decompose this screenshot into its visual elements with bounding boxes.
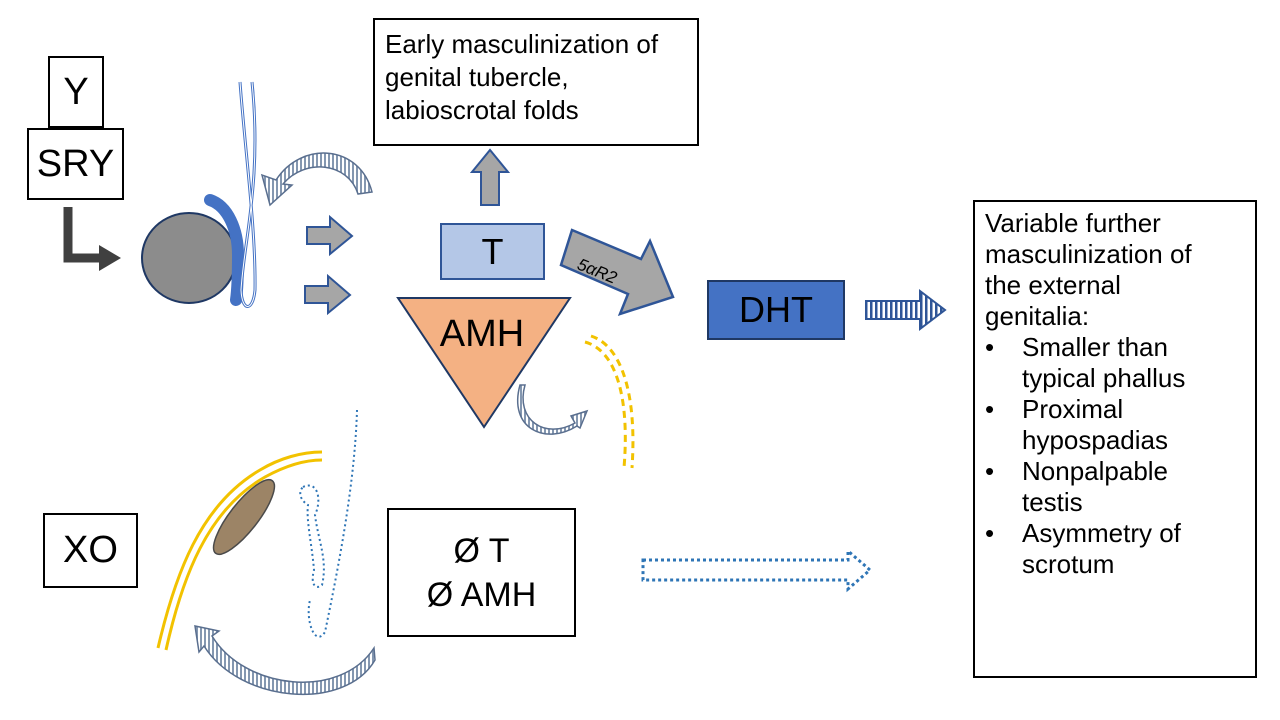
- block-arrow-icon: [304, 273, 352, 316]
- list-item-line: Asymmetry of: [1022, 518, 1181, 548]
- early-line-1: Early masculinization of: [385, 29, 659, 59]
- variable-heading-1: Variable further: [985, 208, 1161, 238]
- list-item: • Proximal hypospadias: [985, 394, 1245, 456]
- variable-heading-4: genitalia:: [985, 301, 1090, 331]
- block-arrow-icon: [306, 214, 354, 257]
- sry-gene-label: SRY: [27, 128, 124, 200]
- list-item-line: Nonpalpable: [1022, 456, 1169, 486]
- list-item-line: testis: [1022, 487, 1083, 517]
- elbow-arrow-icon: [63, 207, 121, 271]
- absent-t-text: Ø T: [453, 531, 510, 570]
- gonad-icon: [141, 194, 245, 306]
- dotted-arrow-icon: [641, 547, 873, 593]
- bullet-icon: •: [985, 456, 995, 486]
- duct-icon: [299, 409, 358, 638]
- curved-arrow-icon: [194, 625, 376, 696]
- bullet-icon: •: [985, 518, 995, 548]
- list-item-line: Proximal: [1022, 394, 1124, 424]
- list-item-line: scrotum: [1022, 549, 1115, 579]
- early-line-2: genital tubercle,: [385, 62, 569, 92]
- amh-label: AMH: [439, 313, 525, 355]
- absent-hormones-box: Ø T Ø AMH: [387, 508, 576, 637]
- early-line-3: labioscrotal folds: [385, 95, 579, 125]
- variable-masculinization-box: Variable further masculinization of the …: [973, 200, 1257, 678]
- list-item-line: typical phallus: [1022, 363, 1186, 393]
- bullet-icon: •: [985, 394, 995, 424]
- block-arrow-icon: [559, 228, 675, 317]
- variable-list: • Smaller than typical phallus • Proxima…: [985, 332, 1245, 580]
- bullet-icon: •: [985, 332, 995, 362]
- variable-heading-3: the external: [985, 270, 1121, 300]
- list-item: • Smaller than typical phallus: [985, 332, 1245, 394]
- curved-arrow-icon: [260, 152, 373, 207]
- early-masculinization-box: Early masculinization of genital tubercl…: [373, 18, 699, 146]
- variable-heading-2: masculinization of: [985, 239, 1192, 269]
- list-item-line: Smaller than: [1022, 332, 1168, 362]
- testosterone-box: T: [440, 223, 545, 280]
- gold-dashed-duct-icon: [584, 334, 635, 469]
- striped-arrow-icon: [865, 288, 947, 332]
- curved-arrow-icon: [517, 384, 589, 435]
- list-item: • Asymmetry of scrotum: [985, 518, 1245, 580]
- xo-karyotype-label: XO: [43, 513, 138, 588]
- dht-box: DHT: [707, 280, 845, 340]
- duct-icon: [238, 81, 257, 308]
- duct-icon: [156, 450, 323, 651]
- gonad-icon: [212, 478, 276, 556]
- absent-amh-text: Ø AMH: [426, 575, 537, 614]
- list-item: • Nonpalpable testis: [985, 456, 1245, 518]
- list-item-line: hypospadias: [1022, 425, 1168, 455]
- y-chromosome-label: Y: [48, 56, 104, 128]
- block-arrow-icon: [469, 148, 511, 206]
- amh-triangle-icon: [396, 297, 572, 429]
